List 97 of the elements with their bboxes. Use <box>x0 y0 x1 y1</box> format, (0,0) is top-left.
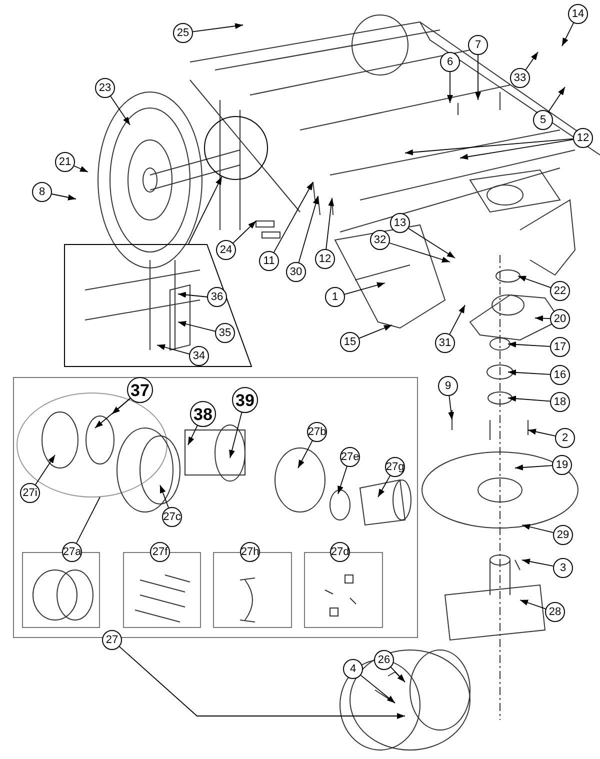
leader-line <box>35 454 56 486</box>
leader-line <box>408 228 456 258</box>
callout-number: 15 <box>340 332 360 352</box>
callout-number: 16 <box>550 365 570 385</box>
leader-line <box>273 182 314 253</box>
leader-line <box>378 475 391 498</box>
leader-line <box>520 600 546 610</box>
callout-number: 13 <box>390 213 410 233</box>
leader-line <box>562 22 574 46</box>
leader-line <box>514 464 552 470</box>
callout-number: 4 <box>343 659 363 679</box>
leader-line <box>178 292 208 298</box>
callout-number: 33 <box>510 68 530 88</box>
callout-number: 27c <box>162 507 182 527</box>
leader-line <box>298 196 319 263</box>
callout-number: 24 <box>216 240 236 260</box>
leader-line <box>534 315 550 322</box>
callout-number: 25 <box>173 23 193 43</box>
leader-line <box>390 666 406 682</box>
callout-number: 27h <box>240 542 260 562</box>
leader-line <box>326 198 334 250</box>
callout-number: 18 <box>550 392 570 412</box>
callout-number: 2 <box>555 428 575 448</box>
callout-number: 11 <box>259 251 279 271</box>
callout-number: 21 <box>55 152 75 172</box>
leader-line <box>119 646 406 719</box>
detail-circle <box>204 116 268 180</box>
leader-line <box>360 674 396 704</box>
leader-line <box>449 304 466 335</box>
leader-line <box>192 23 244 32</box>
callout-number: 28 <box>545 602 565 622</box>
callout-number: 27a <box>62 542 82 562</box>
leader-line <box>460 139 574 160</box>
leader-line <box>448 395 454 420</box>
callout-number: 27b <box>307 422 327 442</box>
leader-line <box>76 496 100 544</box>
callout-number: 14 <box>568 4 588 24</box>
leader-line <box>156 344 191 355</box>
leader-line <box>188 425 198 446</box>
callout-number: 9 <box>438 376 458 396</box>
callout-number: 30 <box>286 262 306 282</box>
leader-line <box>94 398 131 428</box>
callout-number: 3 <box>553 558 573 578</box>
leader-line <box>518 276 552 288</box>
leader-line <box>525 52 538 70</box>
callout-number: 27d <box>330 542 350 562</box>
callout-number: 31 <box>435 333 455 353</box>
leader-line <box>229 412 242 458</box>
leader-line <box>344 282 386 295</box>
callout-number: 26 <box>374 650 394 670</box>
leader-line <box>508 341 550 348</box>
leader-line <box>528 428 556 436</box>
leader-line <box>548 86 566 112</box>
leader-line <box>522 558 554 567</box>
leader-line <box>110 96 130 126</box>
callout-number: 36 <box>207 287 227 307</box>
leader-line <box>160 484 169 508</box>
detail-inset <box>64 244 252 367</box>
leader-line <box>74 166 88 172</box>
callout-number: 7 <box>468 35 488 55</box>
leader-line <box>178 321 217 332</box>
leader-line <box>404 138 574 156</box>
callout-number: 5 <box>533 110 553 130</box>
leader-line <box>232 220 256 244</box>
leader-line <box>112 398 131 414</box>
callout-number: 22 <box>550 281 570 301</box>
callout-number: 37 <box>127 377 153 403</box>
callout-number: 19 <box>552 455 572 475</box>
callout-number: 27f <box>150 542 170 562</box>
callout-number: 12 <box>573 128 593 148</box>
leader-line <box>508 396 550 402</box>
callout-number: 1 <box>325 287 345 307</box>
callout-number: 35 <box>215 323 235 343</box>
callout-number: 20 <box>550 309 570 329</box>
callout-number: 27e <box>340 447 360 467</box>
leader-line <box>51 194 76 200</box>
callout-number: 23 <box>95 78 115 98</box>
callout-number: 27 <box>102 630 122 650</box>
callout-number: 6 <box>440 52 460 72</box>
callout-number: 38 <box>190 401 216 427</box>
callout-number: 8 <box>32 182 52 202</box>
leader-line <box>338 466 348 494</box>
callout-number: 12 <box>315 249 335 269</box>
leader-line <box>188 176 222 244</box>
leader-line <box>522 524 554 534</box>
leader-line <box>358 324 392 339</box>
leader-line <box>389 242 450 262</box>
leader-line <box>508 369 550 376</box>
callout-number: 34 <box>189 346 209 366</box>
callout-number: 27g <box>385 457 405 477</box>
leader-line <box>475 54 481 100</box>
callout-number: 29 <box>553 525 573 545</box>
callout-number: 27i <box>20 483 40 503</box>
leader-line <box>447 72 453 104</box>
callout-number: 17 <box>550 337 570 357</box>
callout-number: 32 <box>370 230 390 250</box>
callout-number: 39 <box>232 387 258 413</box>
